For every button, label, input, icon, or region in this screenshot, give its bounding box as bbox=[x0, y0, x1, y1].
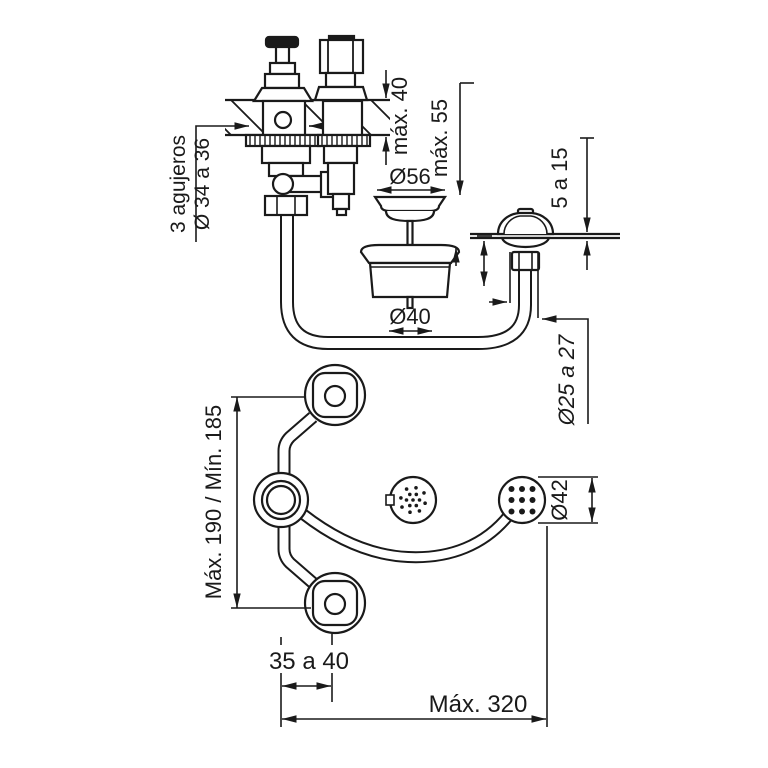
holder-nut bbox=[510, 250, 541, 272]
spray-head bbox=[497, 475, 547, 525]
handle-top bbox=[303, 363, 367, 427]
ball-joint bbox=[271, 172, 295, 196]
dim-d42-ext bbox=[538, 476, 598, 524]
transfer-valve bbox=[244, 35, 337, 217]
holes-leader bbox=[195, 122, 249, 242]
label-d56: Ø56 bbox=[389, 164, 431, 189]
spray-hose-plan bbox=[299, 509, 514, 564]
serration bbox=[321, 136, 368, 145]
popup-drain bbox=[359, 195, 461, 310]
label-35a40: 35 a 40 bbox=[269, 648, 349, 675]
label-5a15: 5 a 15 bbox=[547, 147, 572, 208]
valve-bell bbox=[252, 86, 314, 103]
drain-flange bbox=[359, 243, 461, 265]
strainer-notch bbox=[385, 494, 395, 506]
label-d40: Ø40 bbox=[389, 304, 431, 329]
central-body bbox=[252, 471, 310, 529]
label-max55: máx. 55 bbox=[427, 99, 452, 177]
handle-valve bbox=[313, 34, 372, 217]
dim-d25-leader bbox=[542, 315, 589, 424]
label-max320: Máx. 320 bbox=[429, 691, 528, 718]
spray-head-holes bbox=[508, 486, 536, 515]
drain-plug bbox=[372, 195, 448, 213]
hex-knob bbox=[318, 38, 365, 75]
supply-hose-section bbox=[280, 213, 532, 350]
t-handle-cap bbox=[264, 35, 300, 49]
handle-bottom bbox=[303, 571, 367, 635]
dim-d25-ext bbox=[509, 252, 539, 318]
plan-view bbox=[231, 363, 598, 727]
strainer-holes bbox=[399, 486, 427, 514]
dim-spread-ext bbox=[231, 396, 311, 609]
valve-port-hole bbox=[273, 110, 293, 130]
section-dimensions bbox=[195, 70, 594, 424]
spray-holder bbox=[470, 207, 620, 272]
serration bbox=[249, 136, 316, 145]
label-max40: máx. 40 bbox=[387, 77, 412, 155]
labels: 3 agujeros Ø 34 a 36 máx. 40 máx. 55 Ø56… bbox=[167, 77, 579, 718]
label-holes-diameter: Ø 34 a 36 bbox=[191, 138, 214, 230]
label-holes: 3 agujeros bbox=[167, 135, 190, 233]
label-35a40-bg bbox=[265, 645, 353, 673]
label-d25a27: Ø25 a 27 bbox=[554, 334, 579, 426]
drain-strainer bbox=[385, 475, 438, 525]
label-spread: Máx. 190 / Mín. 185 bbox=[201, 405, 226, 599]
label-d42: Ø42 bbox=[547, 479, 572, 521]
drain-body bbox=[368, 261, 452, 299]
body-arms bbox=[277, 412, 318, 588]
section-view bbox=[195, 34, 620, 424]
